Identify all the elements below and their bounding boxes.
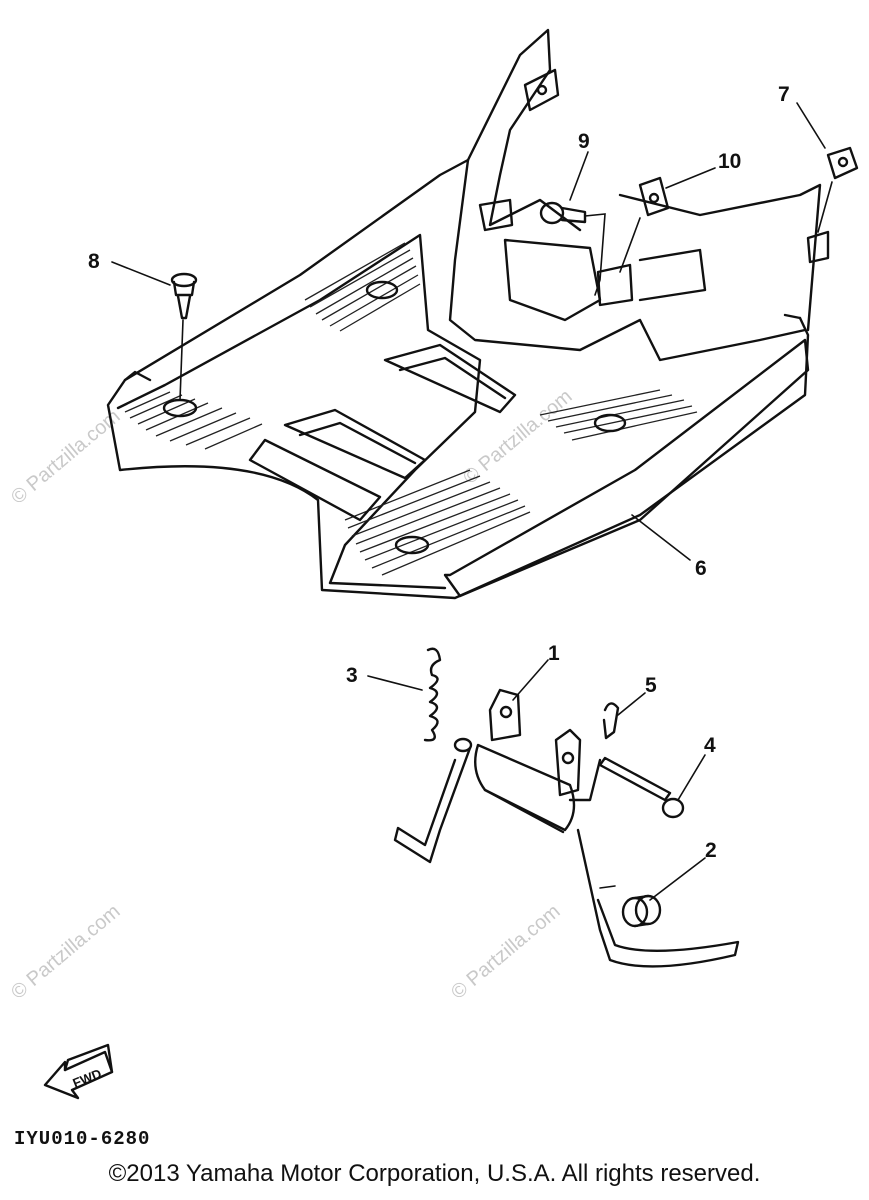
fwd-arrow-icon: FWD bbox=[43, 1043, 114, 1100]
footboard-hole-bottom bbox=[394, 535, 430, 555]
footboard-hole-right bbox=[593, 413, 627, 433]
footboard-side-tab bbox=[123, 313, 802, 382]
watermarks: © Partzilla.com © Partzilla.com © Partzi… bbox=[7, 385, 576, 1003]
callout-4: 4 bbox=[704, 734, 716, 757]
copyright-notice: ©2013 Yamaha Motor Corporation, U.S.A. A… bbox=[108, 1160, 761, 1187]
part-9-bolt bbox=[539, 201, 606, 296]
footboard-mat-left bbox=[116, 233, 482, 590]
footboard-outline bbox=[106, 158, 810, 600]
shield-bracket-right bbox=[806, 230, 830, 264]
part-2-stopper bbox=[599, 885, 662, 928]
watermark-bottom-center: © Partzilla.com bbox=[447, 900, 564, 1003]
mat-ribs-right bbox=[539, 389, 698, 441]
footboard-assembly bbox=[106, 28, 830, 600]
part-10-clip-nut bbox=[619, 176, 670, 273]
part-1-main-stand bbox=[393, 688, 740, 968]
callout-3: 3 bbox=[346, 664, 358, 687]
callout-10: 10 bbox=[718, 150, 741, 173]
callout-9: 9 bbox=[578, 130, 590, 153]
callouts: 7 9 10 8 6 3 1 5 4 2 bbox=[88, 83, 790, 862]
mat-ribs-bottom bbox=[344, 469, 531, 576]
footboard-center-strips bbox=[248, 343, 517, 522]
footboard-front-rim bbox=[443, 338, 810, 598]
part-7-clip-nut bbox=[817, 146, 859, 233]
part-3-spring bbox=[423, 647, 442, 742]
leg-shield bbox=[448, 28, 822, 362]
footboard-hole-left bbox=[162, 398, 198, 418]
part-5-pin-clip bbox=[602, 702, 620, 740]
fwd-label: FWD bbox=[71, 1066, 104, 1091]
callout-2: 2 bbox=[705, 839, 717, 862]
callout-8: 8 bbox=[88, 250, 100, 273]
callout-1: 1 bbox=[548, 642, 560, 665]
shield-bracket-left bbox=[478, 198, 514, 232]
callout-6: 6 bbox=[695, 557, 707, 580]
shield-bracket-hole bbox=[536, 84, 548, 96]
footboard-hole-top bbox=[365, 280, 399, 300]
diagram-code: IYU010-6280 bbox=[14, 1128, 151, 1150]
part-4-shaft bbox=[598, 756, 685, 819]
watermark-left: © Partzilla.com bbox=[7, 405, 124, 508]
mat-ribs-left bbox=[124, 242, 421, 450]
callout-5: 5 bbox=[645, 674, 657, 697]
part-8-screw bbox=[170, 272, 198, 401]
callout-7: 7 bbox=[778, 83, 790, 106]
shield-bracket-top bbox=[523, 68, 560, 112]
watermark-bottom-left: © Partzilla.com bbox=[7, 900, 124, 1003]
shield-bracket-mid bbox=[596, 263, 634, 307]
leader-lines bbox=[111, 102, 826, 901]
